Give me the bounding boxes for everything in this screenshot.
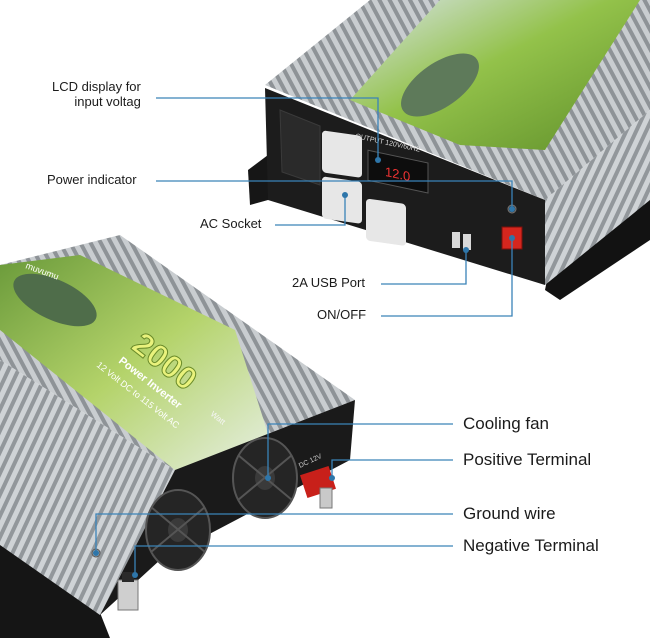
- upper-crocodile-art: [401, 53, 479, 117]
- upper-panel-vents: [279, 109, 321, 186]
- lcd-display: [367, 149, 429, 194]
- dot-ac-socket: [342, 192, 348, 198]
- lcd-reading: 12.0: [385, 164, 410, 184]
- label-on-off: ON/OFF: [317, 307, 367, 322]
- callout-line-cooling-fan: [267, 423, 453, 478]
- label-lcd-line1: LCD display for: [52, 79, 141, 94]
- lower-mount-foot: [0, 540, 110, 638]
- upper-inverter: 12.0 OUTPUT 120V/60HZ: [248, 0, 650, 300]
- label-ground-wire: Ground wire: [463, 504, 556, 523]
- callout-line-ac-socket: [275, 195, 346, 226]
- label-usb-port: 2A USB Port: [292, 275, 365, 290]
- negative-terminal-cap: [122, 572, 134, 582]
- callout-lines: [95, 97, 513, 575]
- label-cooling-fan: Cooling fan: [463, 414, 550, 433]
- negative-terminal-post: [117, 579, 139, 611]
- callout-line-negative: [134, 545, 453, 575]
- lower-crocodile-art: [13, 273, 97, 327]
- callout-dots: [93, 157, 515, 578]
- lower-housing-side: [0, 360, 175, 615]
- dot-ground: [93, 550, 99, 556]
- callout-line-ground: [95, 513, 453, 553]
- label-negative-terminal: Negative Terminal: [463, 536, 599, 555]
- label-power-indicator: Power indicator: [47, 172, 137, 187]
- dot-onoff: [509, 235, 515, 241]
- callout-line-positive: [331, 459, 453, 478]
- cooling-fan-2: [145, 489, 211, 571]
- dot-lcd: [375, 157, 381, 163]
- dot-positive: [329, 475, 335, 481]
- lower-inverter: muvumu 2000 Watt Power Inverter 12 Volt …: [0, 235, 355, 638]
- usb-port-2: [463, 234, 471, 250]
- dot-usb: [463, 247, 469, 253]
- callout-line-lcd: [156, 97, 379, 160]
- callout-line-power-indicator: [156, 180, 513, 209]
- upper-mount-foot: [248, 155, 268, 205]
- dot-power-indicator: [509, 206, 515, 212]
- upper-ac-outlets: [322, 130, 406, 246]
- dot-cooling-fan: [265, 475, 271, 481]
- label-positive-terminal: Positive Terminal: [463, 450, 592, 469]
- callout-line-usb: [381, 250, 467, 285]
- callout-line-onoff: [381, 238, 513, 317]
- usb-port-1: [452, 232, 460, 248]
- positive-terminal-post: [319, 487, 333, 509]
- label-ac-socket: AC Socket: [200, 216, 262, 231]
- label-lcd-display: LCD display for input voltag: [52, 79, 141, 109]
- dot-negative: [132, 572, 138, 578]
- upper-housing-side: [545, 110, 650, 285]
- label-lcd-line2: input voltag: [74, 93, 141, 109]
